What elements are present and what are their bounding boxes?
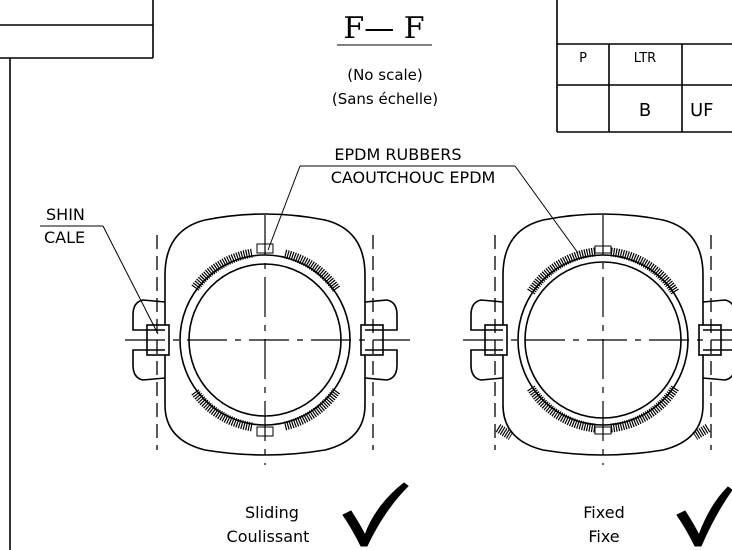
caption-fixed-fr: Fixe	[588, 527, 619, 546]
rubbers-label-en: EPDM RUBBERS	[334, 145, 461, 164]
clamp-sliding	[125, 213, 410, 465]
left-title-block	[0, 0, 154, 550]
table-cell-ltr: B	[639, 100, 651, 121]
checkmark-icon	[342, 482, 409, 547]
table-header-p: P	[579, 51, 587, 66]
section-title-block: F— F (No scale) (Sans échelle)	[332, 11, 438, 108]
shim-callout: SHIN CALE	[40, 205, 159, 335]
no-scale-fr: (Sans échelle)	[332, 90, 438, 108]
checkmark-icon	[676, 486, 732, 547]
caption-fixed-en: Fixed	[583, 503, 624, 522]
caption-sliding: Sliding Coulissant	[227, 482, 409, 547]
rubbers-callout: EPDM RUBBERS CAOUTCHOUC EPDM	[267, 145, 579, 254]
caption-sliding-fr: Coulissant	[227, 527, 310, 546]
rubbers-label-fr: CAOUTCHOUC EPDM	[331, 168, 496, 187]
revision-table: P LTR B UF	[556, 0, 732, 133]
section-title: F— F	[343, 11, 424, 46]
table-header-ltr: LTR	[634, 51, 656, 66]
caption-sliding-en: Sliding	[245, 503, 299, 522]
clamp-fixed	[463, 213, 732, 465]
table-cell-next: UF	[690, 100, 714, 121]
no-scale-en: (No scale)	[347, 66, 423, 84]
shim-label-fr: CALE	[44, 228, 85, 247]
caption-fixed: Fixed Fixe	[583, 486, 732, 547]
shim-label-en: SHIN	[46, 205, 85, 224]
